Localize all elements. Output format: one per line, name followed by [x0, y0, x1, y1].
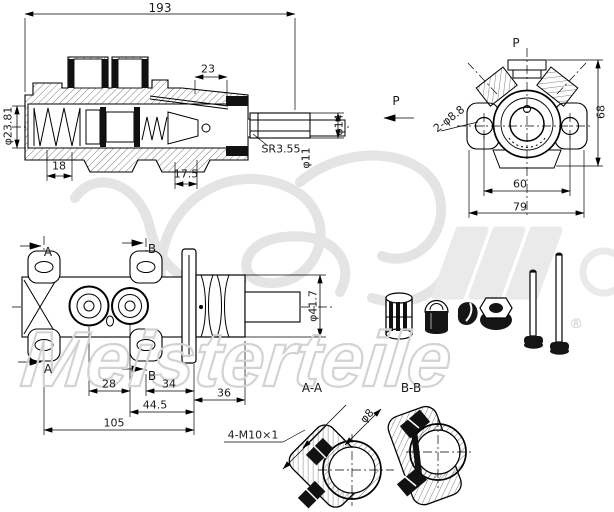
view-plan — [12, 236, 334, 435]
sr-leader — [252, 133, 269, 147]
reservoir-hole-2 — [111, 287, 149, 325]
reservoir-port-2 — [112, 58, 148, 89]
dim-label-28: 28 — [102, 377, 116, 391]
section-title-aa: A-A — [301, 381, 323, 395]
dim-label-body-dia: φ41.7 — [306, 290, 320, 322]
dim-label-spring-len: 18 — [52, 159, 66, 173]
dim-label-34: 34 — [162, 377, 176, 391]
push-rod — [249, 112, 311, 139]
piston-body — [105, 111, 135, 143]
secondary-piston — [167, 111, 199, 145]
compensation-tube — [149, 95, 229, 107]
cap-part — [424, 299, 449, 334]
view-section-aa — [224, 404, 394, 509]
angled-port-right — [536, 66, 579, 107]
piston-seal-2 — [134, 107, 140, 147]
view-arrow-label-p: P — [392, 94, 400, 108]
section-label-a-top: A — [43, 245, 53, 259]
gland-seal-top — [226, 96, 248, 106]
angled-port-left — [475, 66, 518, 107]
valve-cage-part — [385, 292, 413, 340]
dim-label-105: 105 — [103, 416, 125, 430]
mount-holes-leader — [440, 121, 479, 132]
view-section-bb — [387, 405, 474, 506]
gland-seal-bottom — [226, 146, 248, 156]
reservoir-port-1 — [68, 58, 108, 89]
boot-convolution — [200, 274, 214, 338]
view-side-section — [12, 11, 414, 189]
section-label-b-bottom: B — [147, 369, 157, 383]
rod-plan — [244, 291, 301, 323]
port-boss — [27, 250, 61, 284]
bb-channel — [411, 430, 422, 475]
watermark-registered-mark: ® — [571, 315, 582, 331]
repair-kit-parts — [385, 252, 569, 355]
return-spring-primary — [33, 107, 81, 147]
port-boss — [129, 328, 163, 362]
section-label-a-bottom: A — [43, 362, 53, 376]
dim-label-flange-height: 68 — [594, 105, 608, 119]
bolt-short-part — [524, 269, 543, 349]
dim-label-bore-dia: φ23.81 — [1, 106, 15, 146]
dim-label-tip-dia: φ11 — [299, 147, 313, 169]
dim-label-44-5: 44.5 — [142, 398, 168, 412]
section-title-bb: B-B — [400, 381, 422, 395]
dim-label-36: 36 — [217, 386, 231, 400]
boot-convolution — [216, 274, 230, 338]
piston-seal-1 — [100, 107, 106, 147]
section-label-b-top: B — [147, 242, 157, 256]
port-boss — [129, 250, 163, 284]
dim-label-overall-length: 193 — [148, 1, 172, 15]
bolt-long-part — [550, 252, 569, 355]
dim-label-flange-width: 79 — [513, 200, 527, 214]
dim-label-sphere-radius: SR3.55 — [261, 142, 301, 156]
dim-label-rod-dia: φ14 — [332, 114, 346, 136]
pushrod-ball — [201, 123, 211, 133]
stripe-logo-watermark — [431, 226, 614, 300]
dim-label-port-offset: 23 — [201, 62, 215, 76]
reservoir-hole-1 — [68, 285, 110, 327]
dim-port-dia — [344, 408, 382, 446]
return-spring-secondary — [141, 116, 168, 141]
view-end-p — [440, 48, 603, 218]
grommet-part — [457, 302, 478, 325]
view-title-p: P — [512, 36, 520, 50]
port-boss — [27, 328, 61, 362]
dim-label-hole-spacing: 60 — [513, 177, 527, 191]
dim-label-depth: 17.5 — [173, 167, 199, 181]
label-thread-ports: 4-M10×1 — [227, 428, 279, 442]
flange-nut-part — [479, 297, 513, 330]
